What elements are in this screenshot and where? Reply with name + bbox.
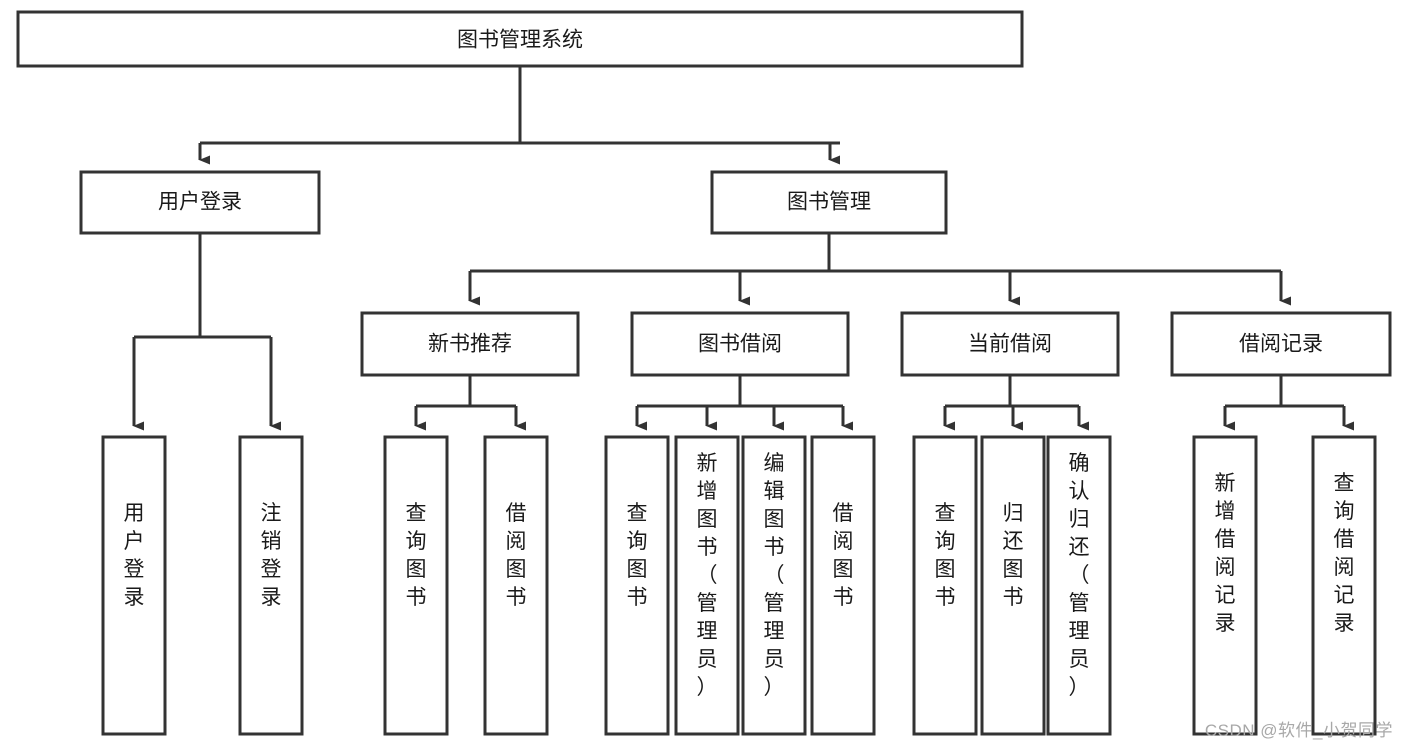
- node-leaf-query-book-1-label: 查询图书: [406, 502, 427, 609]
- node-leaf-add-record[interactable]: 新增借阅记录: [1192, 435, 1258, 736]
- node-leaf-borrow-book-2-box[interactable]: [810, 435, 876, 736]
- node-leaf-edit-book-label: 编辑图书（管理员）: [764, 452, 785, 699]
- edge-newbook-bus: [416, 375, 516, 408]
- node-book-borrow-label: 图书借阅: [698, 333, 782, 356]
- node-root[interactable]: 图书管理系统: [16, 10, 1024, 68]
- edge-bookmanage-bus: [470, 233, 1281, 273]
- node-leaf-add-book-label: 新增图书（管理员）: [697, 452, 718, 699]
- edge-borrowrecord-bus: [1225, 375, 1344, 408]
- edge-layer: [132, 66, 1354, 431]
- node-book-manage[interactable]: 图书管理: [710, 170, 948, 235]
- node-leaf-query-book-1-box[interactable]: [383, 435, 449, 736]
- node-leaf-confirm-return[interactable]: 确认归还（管理员）: [1046, 435, 1112, 736]
- node-root-label: 图书管理系统: [457, 29, 583, 52]
- node-book-borrow[interactable]: 图书借阅: [630, 311, 850, 377]
- node-leaf-add-book-box[interactable]: [674, 435, 740, 736]
- node-current-borrow-box[interactable]: [900, 311, 1120, 377]
- edge-bookborrow-bus: [637, 375, 843, 408]
- node-current-borrow-label: 当前借阅: [968, 333, 1052, 356]
- edge-userlogin-bus: [134, 233, 271, 339]
- node-leaf-query-record-box[interactable]: [1311, 435, 1377, 736]
- node-leaf-query-book-1[interactable]: 查询图书: [383, 435, 449, 736]
- node-leaf-borrow-book-2-label: 借阅图书: [833, 502, 854, 609]
- node-user-login-box[interactable]: [79, 170, 321, 235]
- node-layer: 图书管理系统 用户登录 图书管理 新书推荐 图书借阅 当前借阅: [16, 10, 1392, 736]
- node-root-box[interactable]: [16, 10, 1024, 68]
- node-new-book-rec-label: 新书推荐: [428, 333, 512, 356]
- node-user-login[interactable]: 用户登录: [79, 170, 321, 235]
- node-leaf-user-logout-label: 注销登录: [261, 502, 282, 609]
- node-leaf-user-login[interactable]: 用户登录: [101, 435, 167, 736]
- node-book-manage-label: 图书管理: [787, 191, 871, 214]
- node-leaf-borrow-book-2[interactable]: 借阅图书: [810, 435, 876, 736]
- node-borrow-record[interactable]: 借阅记录: [1170, 311, 1392, 377]
- node-leaf-edit-book-box[interactable]: [741, 435, 807, 736]
- node-leaf-query-book-3-box[interactable]: [912, 435, 978, 736]
- node-leaf-confirm-return-box[interactable]: [1046, 435, 1112, 736]
- node-leaf-user-logout[interactable]: 注销登录: [238, 435, 304, 736]
- edge-currentborrow-bus: [945, 375, 1079, 408]
- node-leaf-edit-book[interactable]: 编辑图书（管理员）: [741, 435, 807, 736]
- node-leaf-query-book-3-label: 查询图书: [935, 502, 956, 609]
- node-leaf-user-login-box[interactable]: [101, 435, 167, 736]
- node-leaf-query-book-2-box[interactable]: [604, 435, 670, 736]
- edge-root-bus: [200, 66, 840, 145]
- node-leaf-query-record-label: 查询借阅记录: [1334, 472, 1355, 635]
- node-borrow-record-label: 借阅记录: [1239, 333, 1323, 356]
- node-book-borrow-box[interactable]: [630, 311, 850, 377]
- node-leaf-query-book-2-label: 查询图书: [627, 502, 648, 609]
- node-new-book-rec-box[interactable]: [360, 311, 580, 377]
- node-leaf-user-logout-box[interactable]: [238, 435, 304, 736]
- node-leaf-return-book-label: 归还图书: [1003, 502, 1024, 609]
- node-leaf-query-book-3[interactable]: 查询图书: [912, 435, 978, 736]
- node-leaf-query-book-2[interactable]: 查询图书: [604, 435, 670, 736]
- node-leaf-user-login-label: 用户登录: [124, 502, 145, 609]
- node-leaf-add-record-box[interactable]: [1192, 435, 1258, 736]
- node-leaf-add-record-label: 新增借阅记录: [1215, 472, 1236, 635]
- node-leaf-query-record[interactable]: 查询借阅记录: [1311, 435, 1377, 736]
- node-user-login-label: 用户登录: [158, 191, 242, 214]
- node-leaf-confirm-return-label: 确认归还（管理员）: [1069, 452, 1090, 699]
- node-leaf-borrow-book-1[interactable]: 借阅图书: [483, 435, 549, 736]
- node-book-manage-box[interactable]: [710, 170, 948, 235]
- node-current-borrow[interactable]: 当前借阅: [900, 311, 1120, 377]
- node-leaf-add-book[interactable]: 新增图书（管理员）: [674, 435, 740, 736]
- node-leaf-borrow-book-1-box[interactable]: [483, 435, 549, 736]
- node-new-book-rec[interactable]: 新书推荐: [360, 311, 580, 377]
- node-borrow-record-box[interactable]: [1170, 311, 1392, 377]
- node-leaf-return-book[interactable]: 归还图书: [980, 435, 1046, 736]
- node-leaf-borrow-book-1-label: 借阅图书: [506, 502, 527, 609]
- node-leaf-return-book-box[interactable]: [980, 435, 1046, 736]
